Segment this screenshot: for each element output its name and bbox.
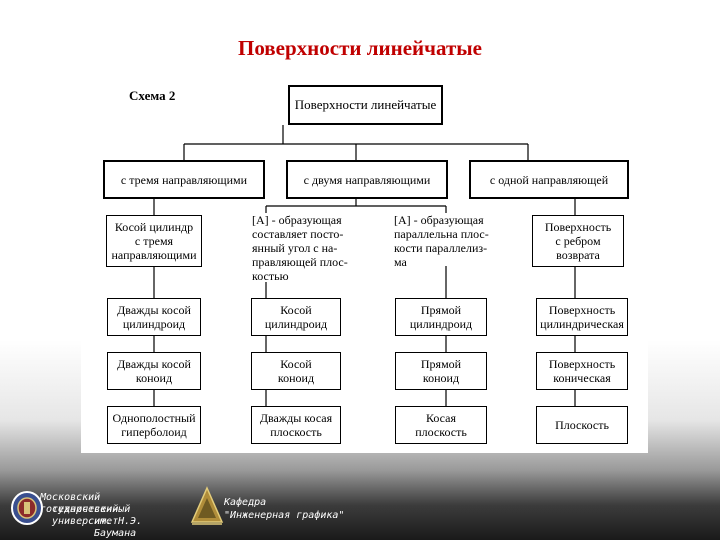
department-logo-icon — [190, 486, 224, 525]
note-parallelism: [А] - образующая параллельна плос- кости… — [394, 213, 489, 269]
row1-col3-node: Прямой цилиндроид — [395, 298, 487, 336]
university-name-line2: технический университет — [52, 504, 119, 527]
scheme-label: Схема 2 — [129, 88, 176, 103]
row1-col4-node: Поверхность цилиндрическая — [536, 298, 628, 336]
root-node: Поверхности линейчатые — [288, 85, 443, 125]
row3-col2-node: Дважды косая плоскость — [251, 406, 341, 444]
university-emblem-icon — [11, 491, 43, 525]
university-name-line1: Московский государственный — [40, 492, 131, 515]
diagram-panel: Схема 2 Поверхности линейчатые с тремя н… — [81, 76, 648, 453]
department-name-line2: "Инженерная графика" — [224, 510, 345, 521]
university-name-line3: им. Н.Э. Баумана — [94, 516, 143, 539]
category-one-directrix: с одной направляющей — [469, 160, 629, 199]
row3-col4-node: Плоскость — [536, 406, 628, 444]
note-two-directrices: [А] - образующая составляет посто- янный… — [252, 213, 348, 283]
oblique-cylinder-node: Косой цилиндр с тремя направляющими — [106, 215, 202, 267]
category-three-directrices: с тремя направляющими — [103, 160, 265, 199]
row2-col2-node: Косой коноид — [251, 352, 341, 390]
row1-col1-node: Дважды косой цилиндроид — [107, 298, 201, 336]
connector-lines — [153, 125, 576, 406]
row2-col4-node: Поверхность коническая — [536, 352, 628, 390]
row3-col3-node: Косая плоскость — [395, 406, 487, 444]
row2-col1-node: Дважды косой коноид — [107, 352, 201, 390]
edge-of-regression-node: Поверхность с ребром возврата — [532, 215, 624, 267]
category-two-directrices: с двумя направляющими — [286, 160, 448, 199]
slide-title: Поверхности линейчатые — [238, 36, 482, 60]
department-name-line1: Кафедра — [224, 497, 267, 508]
row3-col1-node: Однополостный гиперболоид — [107, 406, 201, 444]
row1-col2-node: Косой цилиндроид — [251, 298, 341, 336]
row2-col3-node: Прямой коноид — [395, 352, 487, 390]
